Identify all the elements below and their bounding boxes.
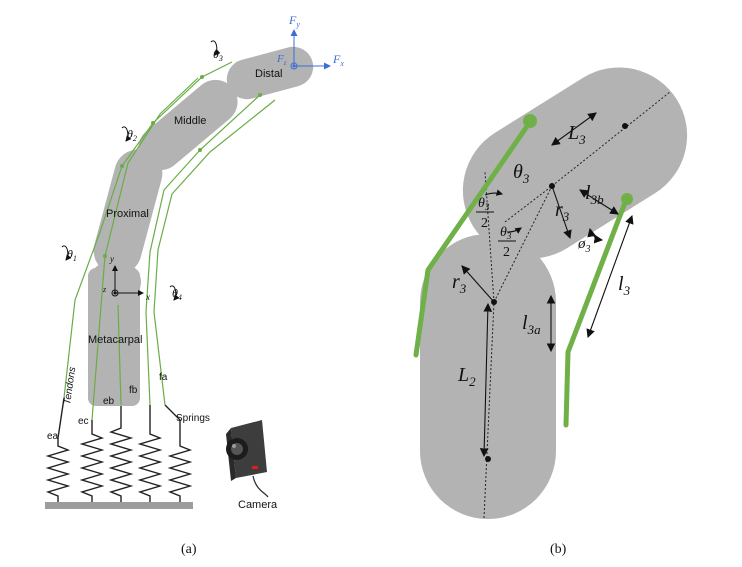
dimension-arrows xyxy=(461,112,634,458)
metacarpal-label: Metacarpal xyxy=(88,334,142,346)
extensor-attachment xyxy=(523,114,537,128)
tendon-eb-label: eb xyxy=(103,396,115,407)
r3-upper-label: r3 xyxy=(555,199,570,224)
camera-icon xyxy=(226,420,269,498)
axis-z-label: z xyxy=(102,285,107,294)
theta4-label: θ4 xyxy=(172,286,182,302)
svg-text:θ3: θ3 xyxy=(478,196,490,212)
key-points xyxy=(485,123,628,462)
tendon-fb-label: fb xyxy=(129,385,138,396)
middle-segment xyxy=(138,79,238,171)
tendon-ec xyxy=(91,77,199,421)
distal-label: Distal xyxy=(255,68,283,80)
theta1-label: θ1 xyxy=(67,247,77,263)
l3a-label: l3a xyxy=(522,312,541,337)
force-fy-label: Fy xyxy=(288,13,300,29)
axis-y-label: y xyxy=(109,254,114,264)
panel-a: y x z Fy Fx Fz Distal Middle Proximal Me… xyxy=(45,13,344,557)
camera-label: Camera xyxy=(238,499,278,511)
panel-b: L3 θ3 θ3 2 θ3 2 r3 r3 l3b ø3 l3 l3a L2 (… xyxy=(413,67,688,557)
theta2-label: θ2 xyxy=(127,127,137,143)
springs-label: Springs xyxy=(176,413,210,424)
l3b-label: l3b xyxy=(585,182,604,207)
axis-x-label: x xyxy=(145,292,150,302)
l3-label: l3 xyxy=(618,273,631,298)
svg-text:2: 2 xyxy=(481,216,488,231)
spring-icon xyxy=(45,397,71,502)
svg-text:2: 2 xyxy=(503,245,510,260)
phi3-label: ø3 xyxy=(577,236,591,255)
spring-icon xyxy=(79,420,105,502)
panel-b-caption: (b) xyxy=(550,542,567,557)
theta3-label-b: θ3 xyxy=(513,161,530,186)
panel-a-caption: (a) xyxy=(181,542,197,557)
L3-label: L3 xyxy=(567,122,586,147)
spring-icon xyxy=(137,405,163,502)
spring-icon xyxy=(108,405,134,502)
svg-text:θ3: θ3 xyxy=(500,225,512,241)
tendon-fb xyxy=(145,94,261,406)
tendon-fa xyxy=(153,99,276,406)
tendon-nodes xyxy=(103,75,262,258)
middle-phalanx-segment xyxy=(420,234,556,519)
springs-group xyxy=(45,397,193,502)
tendon-ea-label: ea xyxy=(47,431,59,442)
proximal-segment xyxy=(93,149,163,275)
force-frame xyxy=(290,29,331,70)
tendon-eb xyxy=(117,304,122,406)
distal-segment xyxy=(226,46,314,100)
spring-icon xyxy=(164,404,193,502)
tendon-fa-label: fa xyxy=(159,372,168,383)
extensor-tendon xyxy=(413,119,533,358)
half-theta-right-label: θ3 2 xyxy=(498,225,516,260)
r3-lower-label: r3 xyxy=(452,271,467,296)
rotation-arrow-icon xyxy=(61,40,221,301)
force-fx-label: Fx xyxy=(332,52,344,68)
theta3-label: θ3 xyxy=(213,47,223,63)
force-fz-label: Fz xyxy=(276,53,287,67)
mcp-frame xyxy=(111,265,144,297)
L2-label: L2 xyxy=(457,364,476,389)
flexor-attachment xyxy=(621,193,633,205)
middle-label: Middle xyxy=(174,115,206,127)
tendons-label: Tendons xyxy=(62,366,78,405)
proximal-label: Proximal xyxy=(106,208,149,220)
tendon-ec-label: ec xyxy=(78,416,89,427)
base-plate xyxy=(45,502,193,509)
half-theta-left-label: θ3 2 xyxy=(476,196,494,231)
finger-segments xyxy=(88,46,314,406)
